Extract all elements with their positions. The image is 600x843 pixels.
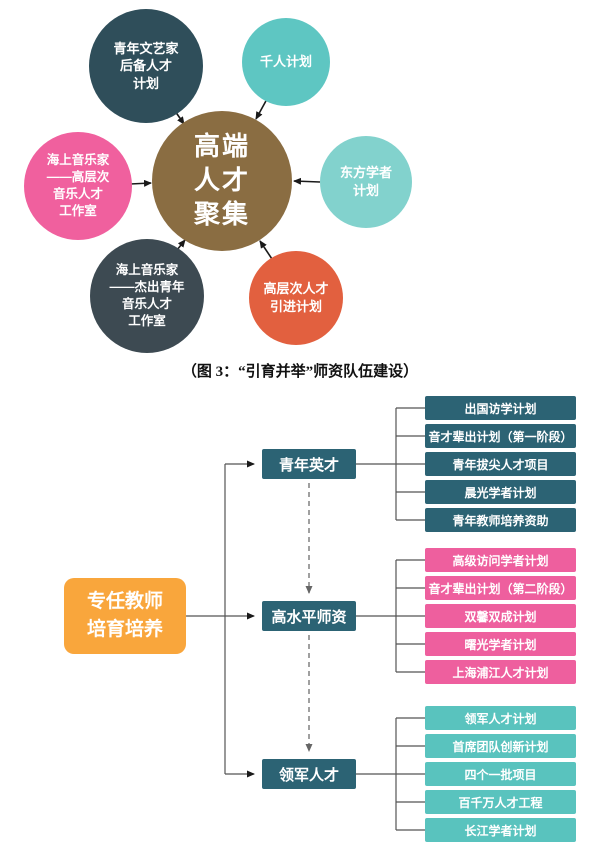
leaf-box: 晨光学者计划 [425, 480, 576, 504]
satellite-label: 海上音乐家 ——杰出青年 音乐人才 工作室 [109, 263, 185, 328]
satellite-label: 高层次人才 引进计划 [263, 281, 329, 314]
satellite-label: 东方学者 计划 [339, 165, 392, 198]
satellite-label: 千人计划 [259, 54, 312, 70]
leaf-box: 青年拔尖人才项目 [425, 452, 576, 476]
leaf-box: 四个一批项目 [425, 762, 576, 786]
leaf-box: 音才辈出计划（第二阶段） [425, 576, 576, 600]
figure-caption: （图 3：“引育并举”师资队伍建设） [181, 364, 419, 380]
leaf-box: 高级访问学者计划 [425, 548, 576, 572]
branch-box-young-talents: 青年英才 [262, 449, 356, 479]
leaf-box: 领军人才计划 [425, 706, 576, 730]
leaf-box: 出国访学计划 [425, 396, 576, 420]
leaf-box: 曙光学者计划 [425, 632, 576, 656]
leaf-box: 音才辈出计划（第一阶段） [425, 424, 576, 448]
satellite-circle-highlevel-introduction: 高层次人才 引进计划 [249, 251, 343, 345]
hub-center-circle: 高端 人才 聚集 [152, 111, 292, 251]
leaf-box: 上海浦江人才计划 [425, 660, 576, 684]
leaf-box: 双馨双成计划 [425, 604, 576, 628]
satellite-circle-youth-literary: 青年文艺家 后备人才 计划 [89, 9, 203, 123]
leaf-box: 首席团队创新计划 [425, 734, 576, 758]
satellite-circle-thousand-talents: 千人计划 [242, 18, 330, 106]
satellite-circle-sea-musician-highlevel: 海上音乐家 ——高层次 音乐人才 工作室 [24, 132, 132, 240]
tree-root-label: 专任教师 培育培养 [86, 591, 163, 640]
hub-center-label: 高端 人才 聚集 [193, 131, 250, 229]
satellite-circle-sea-musician-outstanding: 海上音乐家 ——杰出青年 音乐人才 工作室 [90, 239, 204, 353]
tree-root-box: 专任教师 培育培养 [64, 578, 186, 654]
branch-box-high-level-faculty: 高水平师资 [262, 601, 356, 631]
satellite-circle-oriental-scholar: 东方学者 计划 [320, 136, 412, 228]
leaf-box: 青年教师培养资助 [425, 508, 576, 532]
leaf-box: 百千万人才工程 [425, 790, 576, 814]
branch-box-leading-talents: 领军人才 [262, 759, 356, 789]
satellite-label: 海上音乐家 ——高层次 音乐人才 工作室 [46, 153, 110, 218]
satellite-label: 青年文艺家 后备人才 计划 [113, 40, 179, 91]
leaf-box: 长江学者计划 [425, 818, 576, 842]
